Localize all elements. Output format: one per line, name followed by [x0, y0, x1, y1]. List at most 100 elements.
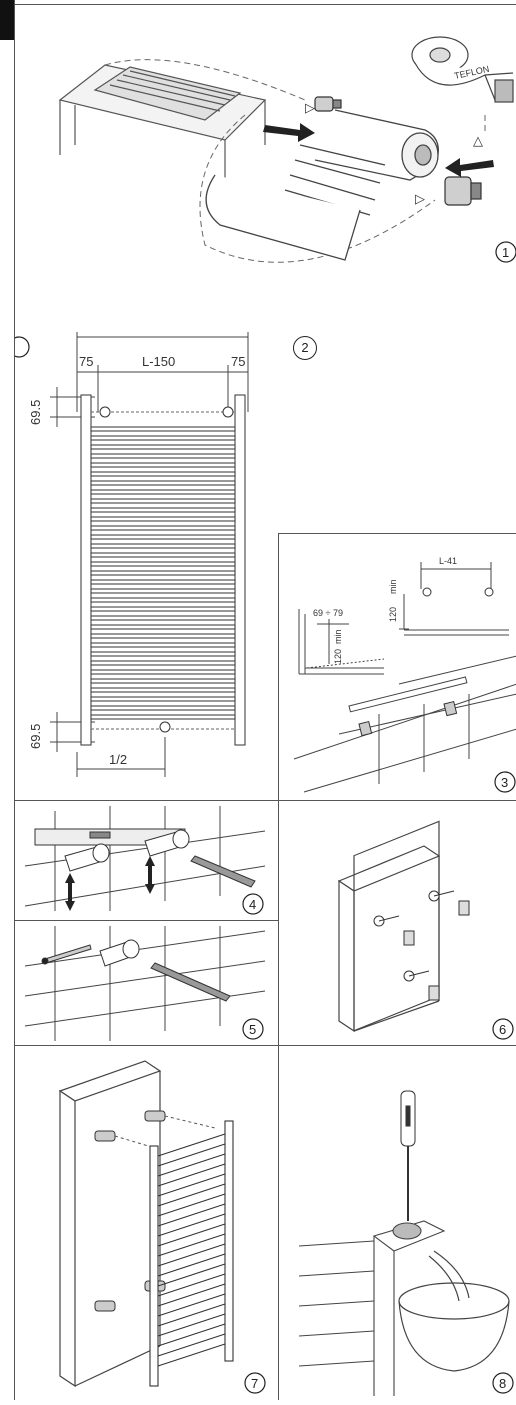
- dashed-guide-lines: [104, 59, 486, 263]
- radiator-bar: [90, 561, 236, 567]
- step-3-badge: [494, 771, 516, 793]
- radiator-bar: [157, 1163, 226, 1187]
- step-7-hang-radiator-drawing: 7: [58, 1060, 266, 1394]
- step-5-anchor-drawing: 5: [24, 926, 266, 1041]
- radiator-bar: [157, 1283, 226, 1307]
- valve-fitting-top: [314, 96, 342, 112]
- wall-block: [337, 820, 441, 1033]
- radiator-bar: [90, 687, 236, 693]
- triangle-marker-c: △: [473, 133, 483, 148]
- step-6-panel: 6: [279, 801, 516, 1045]
- step-4-panel: 4: [15, 801, 278, 920]
- radiator-bar: [157, 1343, 226, 1367]
- triangle-marker-a: ▷: [305, 100, 315, 115]
- step-2-panel: 75 L-150 75 69.5 69.5 1/2: [8, 317, 278, 800]
- radiator-bar: [90, 516, 236, 522]
- divider-mid-left: [15, 920, 278, 921]
- radiator-bar: [157, 1263, 226, 1287]
- valve-fitting-bottom: [444, 176, 482, 206]
- radiator-bar: [90, 480, 236, 486]
- step-1-number: 1: [502, 245, 509, 260]
- radiator-bar: [157, 1323, 226, 1347]
- step-4-badge: [242, 893, 264, 915]
- step-7-number: 7: [251, 1376, 258, 1391]
- step-4-drilling-drawing: 4: [24, 806, 266, 915]
- radiator-bar: [90, 435, 236, 441]
- radiator-bar: [90, 462, 236, 468]
- drain-hole-bottom: [159, 721, 171, 733]
- radiator-bar: [90, 453, 236, 459]
- dim-left-75: 75: [79, 354, 93, 369]
- wall-block: [58, 1060, 162, 1388]
- radiator-bar: [90, 534, 236, 540]
- step-3-wall-bracket-drawing: L-41 120 min 69 ÷ 79 min 120 3: [293, 556, 516, 793]
- step-2-dimension-drawing: 75 L-150 75 69.5 69.5 1/2: [8, 332, 249, 777]
- arrow-left: [445, 158, 494, 177]
- page-tab-marker: [0, 0, 14, 40]
- radiator-bar: [90, 597, 236, 603]
- step-1-illustration: ▷ ▷ △ TEFLON 1: [58, 36, 516, 263]
- radiator-top: [298, 1220, 446, 1396]
- radiator-bar: [157, 1243, 226, 1267]
- radiator-bar: [90, 696, 236, 702]
- radiator-bar: [90, 543, 236, 549]
- inlet-hole-left: [99, 406, 111, 418]
- bracket-clips: [403, 900, 470, 1001]
- step-8-panel: 8: [279, 1046, 516, 1400]
- radiator-bar: [90, 498, 236, 504]
- radiator-bar: [157, 1273, 226, 1297]
- step-8-badge: [492, 1372, 514, 1394]
- radiator-bar: [90, 507, 236, 513]
- towel-radiator: [149, 1120, 234, 1387]
- step-2-number: 2: [301, 340, 309, 355]
- radiator-bar: [90, 642, 236, 648]
- dim-120-left: 120: [333, 649, 343, 664]
- screwdriver: [400, 1090, 416, 1221]
- radiator-bar: [90, 444, 236, 450]
- step-7-badge: [244, 1372, 266, 1394]
- radiator-bar: [90, 606, 236, 612]
- dim-right-75: 75: [231, 354, 245, 369]
- dim-120-top: 120: [388, 607, 398, 622]
- dim-bottom-69-5: 69.5: [28, 724, 43, 749]
- dim-top-69-5: 69.5: [28, 400, 43, 425]
- wall-brackets: [358, 700, 458, 737]
- radiator-bar: [157, 1193, 226, 1217]
- screwdriver: [190, 855, 256, 888]
- radiator-bar: [90, 678, 236, 684]
- dim-min-top: min: [388, 579, 398, 594]
- step-3-number: 3: [501, 775, 508, 790]
- radiator-bar: [90, 525, 236, 531]
- radiator-bar: [90, 426, 236, 432]
- radiator-bar: [157, 1253, 226, 1277]
- arrow-right: [263, 123, 315, 142]
- step-5-badge: [242, 1018, 264, 1040]
- dim-L-41: L-41: [439, 556, 457, 566]
- radiator-bar: [90, 624, 236, 630]
- water-bucket: [398, 1250, 510, 1372]
- step-5-number: 5: [249, 1022, 256, 1037]
- radiator-bar: [90, 705, 236, 711]
- radiator-bar: [157, 1153, 226, 1177]
- dim-center-L-150: L-150: [142, 354, 175, 369]
- radiator-bar: [90, 552, 236, 558]
- radiator-bar: [90, 489, 236, 495]
- dim-bottom-half: 1/2: [109, 752, 127, 767]
- radiator-bar: [90, 615, 236, 621]
- divider-b: [15, 1045, 516, 1046]
- screwdriver: [150, 962, 231, 1002]
- divider-vertical-lower: [278, 800, 279, 1400]
- radiator-bar: [157, 1223, 226, 1247]
- step-6-number: 6: [499, 1022, 506, 1037]
- bracket-tube: [99, 939, 140, 967]
- bracket-pins: [373, 890, 455, 982]
- bracket-tubes: [64, 829, 190, 872]
- dim-min-left: min: [333, 629, 343, 644]
- radiator-bar: [90, 714, 236, 720]
- radiator-bar: [90, 633, 236, 639]
- step-2-badge: [8, 336, 30, 358]
- step-3-panel: L-41 120 min 69 ÷ 79 min 120 3: [278, 533, 516, 800]
- radiator-bar: [157, 1133, 226, 1157]
- radiator-bar: [90, 669, 236, 675]
- radiator-bar: [157, 1303, 226, 1327]
